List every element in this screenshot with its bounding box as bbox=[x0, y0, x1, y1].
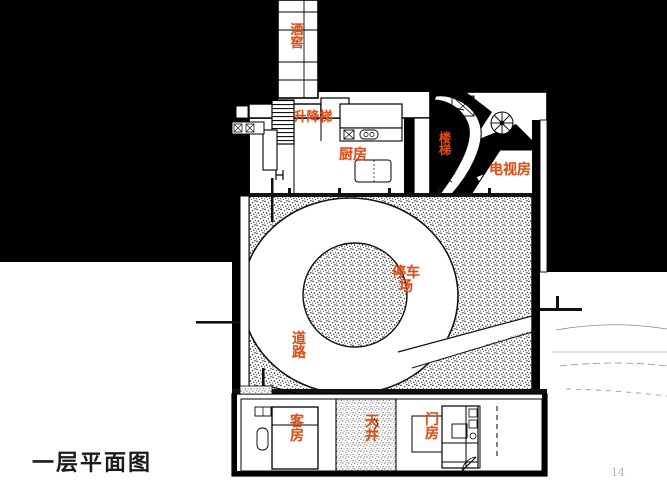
room-label-courtyard[interactable]: 天 井 bbox=[365, 414, 379, 445]
misc-blocks bbox=[235, 105, 249, 119]
wine-cellar-shaft bbox=[277, 0, 319, 99]
room-label-guest-room[interactable]: 客 房 bbox=[290, 414, 304, 445]
stair-and-tv-wing bbox=[429, 91, 548, 197]
room-label-elevator[interactable]: 升降梯 bbox=[293, 110, 333, 125]
building-walls bbox=[196, 119, 582, 394]
plan-caption: 一层平面图 bbox=[32, 451, 153, 476]
courtyard-paving bbox=[335, 398, 397, 472]
room-label-parking-lot[interactable]: 停车 场 bbox=[392, 265, 420, 296]
main-court-paving bbox=[248, 195, 533, 394]
room-label-kitchen[interactable]: 厨房 bbox=[339, 147, 367, 163]
spiral-stair-icon bbox=[490, 111, 514, 135]
room-label-tv-room[interactable]: 电视房 bbox=[489, 162, 531, 178]
room-label-road[interactable]: 道 路 bbox=[292, 331, 306, 362]
room-label-stairs[interactable]: 楼 梯 bbox=[438, 131, 451, 158]
guest-room-furniture bbox=[240, 398, 337, 472]
room-label-gatehouse[interactable]: 门 房 bbox=[425, 412, 439, 443]
page-number: 14 bbox=[611, 466, 625, 479]
gatehouse-furniture bbox=[395, 398, 543, 472]
lower-rooms-strip bbox=[231, 385, 548, 477]
room-label-wine-cellar[interactable]: 酒 窖 bbox=[290, 23, 304, 52]
